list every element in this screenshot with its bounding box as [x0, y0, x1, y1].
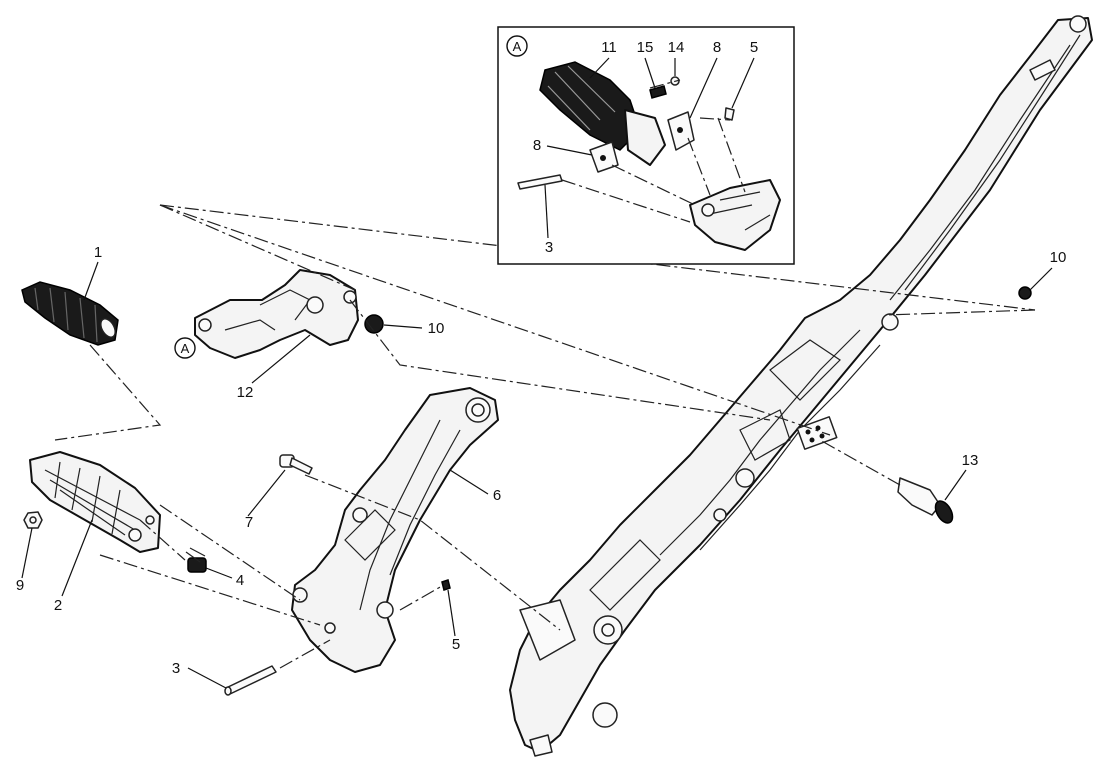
clip-part [441, 579, 451, 591]
bolt-part [279, 454, 313, 475]
inset-callout-14: 14 [668, 39, 685, 56]
svg-text:A: A [513, 39, 522, 54]
callout-4: 4 [236, 572, 244, 589]
callout-6: 6 [493, 487, 501, 504]
callout-3: 3 [172, 660, 180, 677]
view-marker-a: A [174, 337, 196, 359]
frame-part [509, 15, 1093, 757]
callout-9: 9 [16, 577, 24, 594]
callout-10: 10 [428, 320, 445, 337]
footpeg-part [29, 451, 161, 553]
hanger-bracket-part [291, 387, 499, 673]
rubber-boot-part [21, 281, 119, 346]
inset-callout-11: 11 [601, 39, 617, 56]
assembly-lines [54, 204, 1036, 669]
callout-1: 1 [94, 244, 102, 261]
svg-text:A: A [181, 341, 190, 356]
plug-part [364, 314, 384, 334]
callout-5: 5 [452, 636, 460, 653]
inset-callout-15: 15 [637, 39, 654, 56]
inset-spring [649, 85, 667, 99]
inset-callout-3: 3 [545, 239, 553, 256]
bolt-part-13 [897, 477, 954, 524]
plug-part-right [1018, 286, 1032, 300]
nut-part [23, 511, 43, 529]
bracket-part [194, 269, 359, 359]
inset-footpeg [539, 61, 666, 166]
inset-clip [724, 107, 735, 121]
pin-part [224, 665, 277, 696]
callout-2: 2 [54, 597, 62, 614]
callout-13: 13 [962, 452, 979, 469]
callout-12: 12 [237, 384, 254, 401]
inset-callout-5: 5 [750, 39, 758, 56]
inset-bracket-end [689, 179, 781, 251]
detail-inset: A [497, 26, 795, 265]
inset-callout-8: 8 [713, 39, 721, 56]
inset-pin [517, 174, 563, 190]
callout-10-right: 10 [1050, 249, 1067, 266]
callout-7: 7 [245, 514, 253, 531]
spring-part [185, 547, 207, 573]
inset-callout-8b: 8 [533, 137, 541, 154]
inset-marker-a: A [506, 35, 528, 57]
leader-lines [21, 261, 1053, 689]
